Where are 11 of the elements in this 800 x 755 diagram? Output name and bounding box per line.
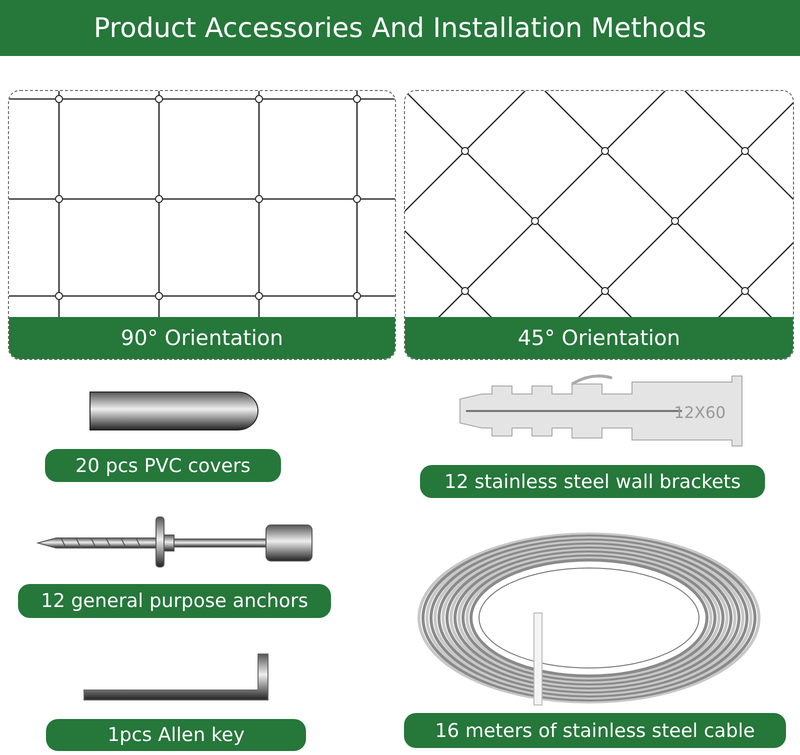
item-label: 16 meters of stainless steel cable (404, 713, 786, 748)
item-label: 20 pcs PVC covers (45, 449, 281, 482)
item-label: 12 general purpose anchors (18, 584, 331, 618)
item-label: 12 stainless steel wall brackets (420, 465, 765, 498)
net-panel (8, 90, 396, 360)
panel-caption: 90° Orientation (9, 317, 395, 359)
size-marking: 12X60 (674, 403, 726, 422)
panel-caption: 45° Orientation (405, 317, 793, 359)
title-banner: Product Accessories And Installation Methods (0, 0, 800, 56)
net-panel (404, 90, 794, 360)
item-label: 1pcs Allen key (46, 719, 306, 751)
